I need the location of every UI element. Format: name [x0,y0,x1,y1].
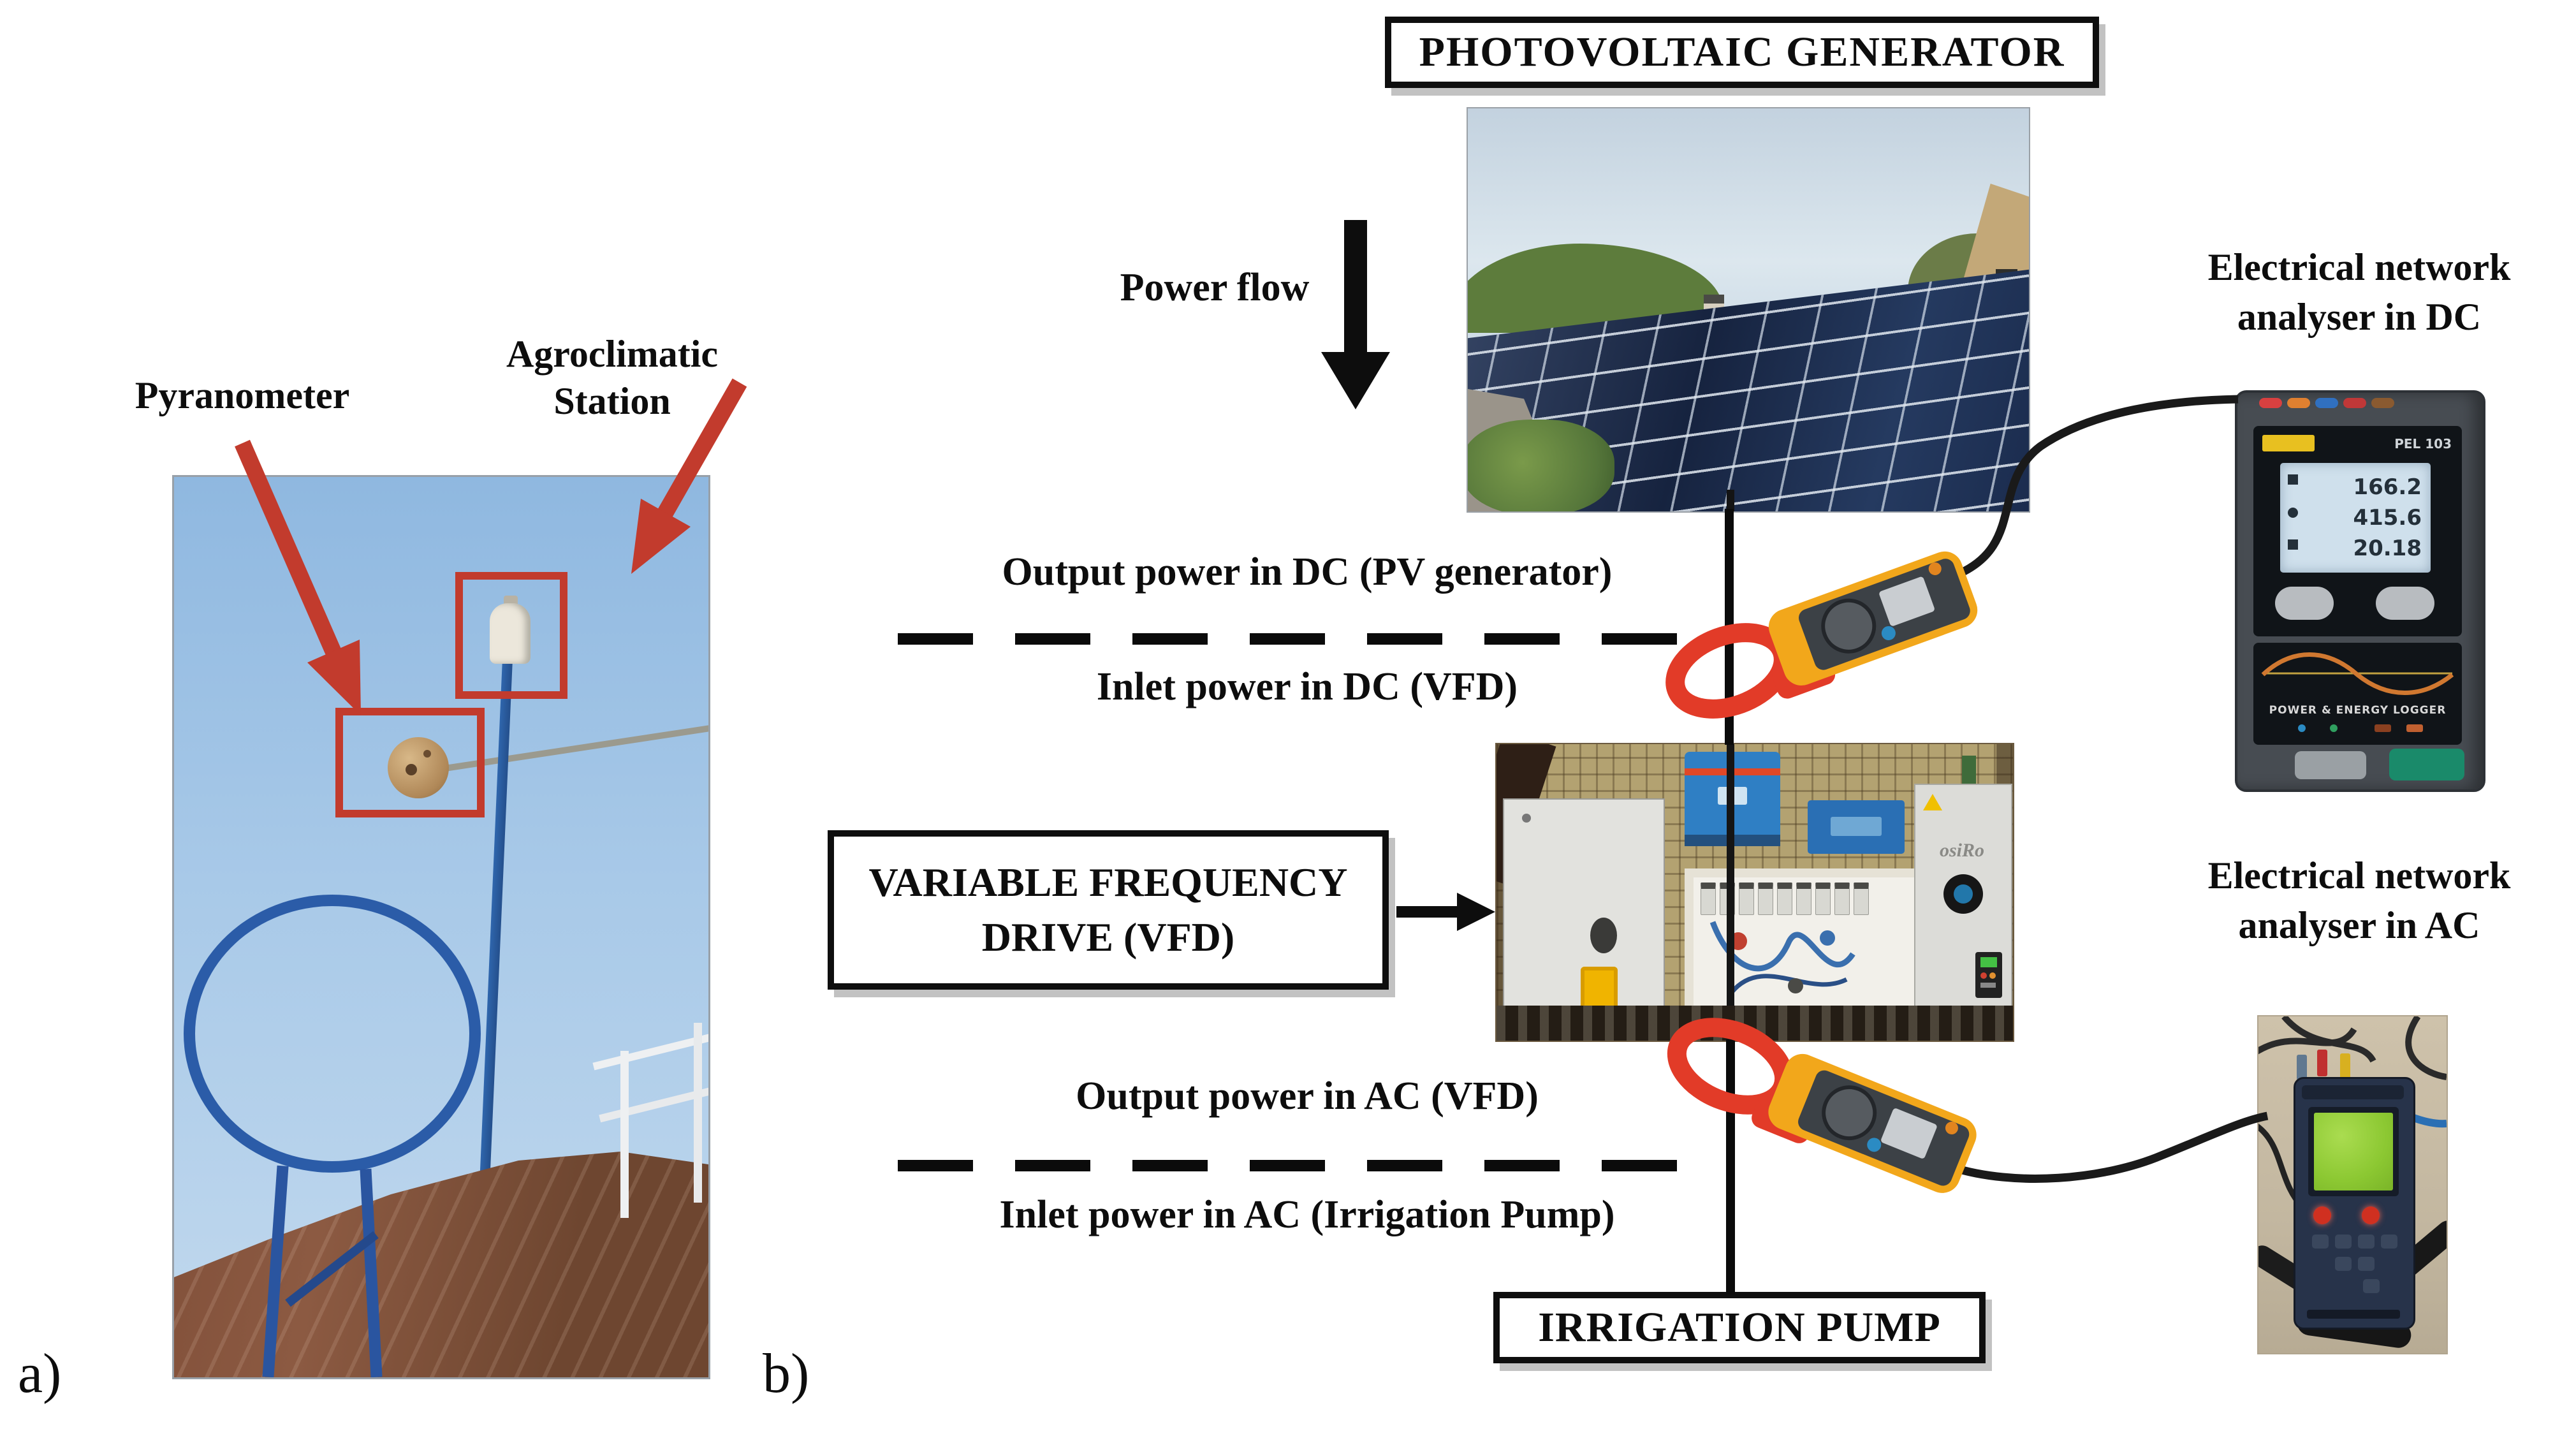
lcd-glyph2-shape [2288,508,2298,518]
pyranometer-annotation-box [335,708,485,817]
through-cable-shape [1727,744,1734,1041]
handheld-red-button-left [2313,1206,2331,1224]
panel-b-label: b) [763,1343,810,1405]
agroclimatic-station-label-line1: Agroclimatic [506,333,719,375]
probe-gray-shape [2297,1055,2307,1080]
dc-analyser-label: Electrical network analyser in DC [2142,242,2576,342]
breaker-row [1699,883,1871,918]
vfd-box-title-line2: DRIVE (VFD) [981,914,1235,960]
controller-box-shape [1808,800,1905,854]
device-bottom-button [2295,751,2366,779]
panel-wires-graphic [1709,921,1855,994]
device-green-button [2389,749,2464,780]
vfd-right-cabinet-shape: osiRo [1914,784,2012,1011]
cabinet-logo-circle-shape [1943,874,1983,914]
pyranometer-label: Pyranometer [135,374,350,416]
irrigation-pump-box-title: IRRIGATION PUMP [1538,1304,1941,1351]
agroclimatic-station-label-line2: Station [553,380,671,422]
lcd-glyph1-shape [2288,474,2298,485]
left-cabinet-shape [1503,798,1665,1024]
railing-top-shape [592,1032,708,1071]
dc-analyser-device: PEL 103 166.2 415.6 20.18 POWER & ENERGY… [2235,390,2485,792]
device-led-blue [2298,724,2306,732]
dc-inlet-label: Inlet power in DC (VFD) [1096,665,1518,708]
drive-btn-red-shape [1980,972,1987,979]
device-button-right [2376,587,2434,620]
cabinet-screw-shape [1522,814,1531,823]
lcd-glyph3-shape [2288,539,2298,550]
ac-output-label: Output power in AC (VFD) [1076,1074,1539,1118]
ac-analyser-photo [2257,1015,2448,1354]
terminal-strip [2257,398,2397,411]
pv-cable-stub-shape [1727,490,1734,511]
railing-post2-shape [694,1023,702,1203]
power-flow-arrow [1321,220,1390,409]
agroclimatic-sensor-shape [490,603,531,664]
handheld-label-strip [2307,1310,2400,1319]
drive-btn-orange-shape [1989,972,1996,979]
device-led-green [2330,724,2338,732]
ac-clamp-cable [1950,1111,2269,1183]
device-port2-shape [2406,724,2423,732]
field-station-photo [172,475,710,1379]
device-subtitle-text: POWER & ENERGY LOGGER [2269,704,2447,717]
device-button-left [2275,587,2334,620]
agroclimatic-annotation-box [455,572,567,699]
vfd-cabinet-logo: osiRo [1939,840,1985,861]
cabinet-logo-dot-shape [1954,884,1973,904]
handheld-green-screen [2314,1113,2393,1191]
drive-display-shape [1975,952,2002,998]
controller-label-shape [1831,817,1882,836]
lcd-line1: 166.2 [2353,474,2422,500]
pyranometer-port-shape [423,750,431,758]
device-lcd: 166.2 415.6 20.18 [2280,463,2431,573]
dc-analyser-label-line2: analyser in DC [2237,296,2482,338]
railing-post1-shape [620,1051,629,1218]
panel-a-label: a) [18,1343,62,1405]
handheld-keypad [2304,1232,2405,1299]
handheld-screen-bezel [2308,1107,2399,1196]
irrigation-pump-box: IRRIGATION PUMP [1493,1292,1986,1363]
sine-wave-graphic [2261,652,2454,695]
vfd-box: VARIABLE FREQUENCY DRIVE (VFD) [828,830,1389,990]
lcd-line3: 20.18 [2353,536,2422,561]
pyranometer-dome-shape [406,764,417,775]
dc-output-label: Output power in DC (PV generator) [1002,550,1613,594]
brand-logo-chip [2262,435,2315,451]
cable-tray-shape [1497,1006,2013,1041]
cable-tray-texture-shape [1497,1006,2013,1041]
pyranometer-shape [388,737,449,798]
ladder-hoop-shape [184,895,481,1173]
ac-handheld-device [2294,1077,2415,1330]
vfd-cabinet-photo: osiRo [1495,743,2014,1042]
ac-analyser-label-line2: analyser in AC [2238,904,2480,946]
device-model-text: PEL 103 [2394,436,2452,451]
power-flow-label: Power flow [1120,266,1310,309]
agroclimatic-station-label: Agroclimatic Station [465,330,759,425]
device-upper-panel: PEL 103 166.2 415.6 20.18 [2253,426,2462,636]
solar-array-photo [1467,107,2030,513]
device-lower-panel: POWER & ENERGY LOGGER [2253,643,2462,745]
cabinet-knob-shape [1590,918,1617,953]
ac-analyser-label-line1: Electrical network [2207,854,2511,897]
ac-inlet-label: Inlet power in AC (Irrigation Pump) [999,1193,1615,1236]
greenery-shape [1468,420,1614,511]
probe-yellow-shape [2340,1053,2350,1080]
probe-red-shape [2317,1050,2327,1076]
handheld-red-button-right [2362,1206,2380,1224]
warning-triangle-icon [1923,794,1942,810]
vfd-box-title-line1: VARIABLE FREQUENCY [868,860,1348,905]
ac-analyser-label: Electrical network analyser in AC [2139,851,2576,950]
drive-btn-bar-shape [1980,983,1996,988]
drive-display-screen-shape [1980,957,1997,967]
device-port1-shape [2375,724,2391,732]
handheld-top-bar-shape [2302,1085,2404,1099]
pv-generator-box-title: PHOTOVOLTAIC GENERATOR [1419,29,2065,75]
dc-analyser-label-line1: Electrical network [2207,246,2511,288]
lcd-line2: 415.6 [2353,505,2422,531]
vfd-pointer-arrow [1396,893,1495,931]
pv-generator-box: PHOTOVOLTAIC GENERATOR [1385,17,2099,88]
